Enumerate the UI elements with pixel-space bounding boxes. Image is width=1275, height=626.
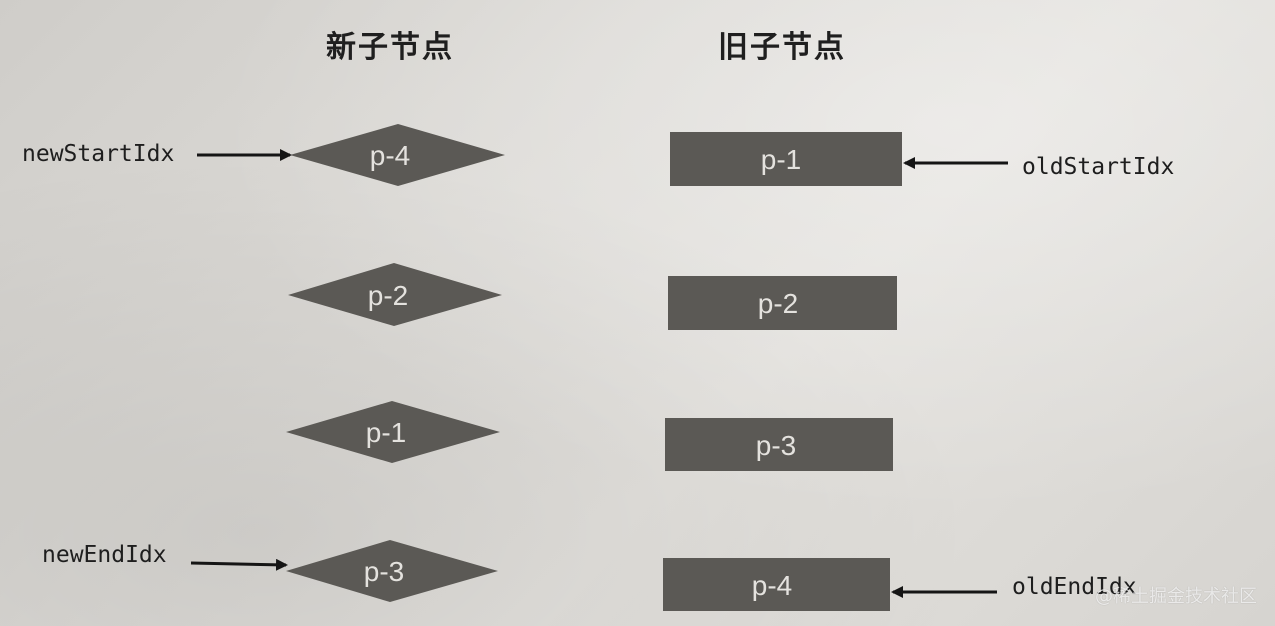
old-node-3-label: p-3 [756, 430, 796, 461]
old-node-2: p-2 [668, 276, 897, 330]
old-node-2-shape [668, 276, 897, 330]
old-end-idx-label: oldEndIdx [1012, 574, 1137, 600]
new-node-3: p-1 [286, 401, 500, 463]
new-node-3-shape [286, 401, 500, 463]
new-node-4-shape [286, 540, 498, 602]
new-node-4-label: p-3 [364, 556, 404, 587]
new-node-4: p-3 [286, 540, 498, 602]
heading-old-children: 旧子节点 [718, 30, 846, 65]
new-node-2: p-2 [288, 263, 502, 326]
new-node-2-label: p-2 [368, 280, 408, 311]
watermark: @稀土掘金技术社区 [1095, 586, 1257, 607]
new-end-arrow [190, 558, 288, 571]
old-node-3: p-3 [665, 418, 893, 471]
old-node-4: p-4 [663, 558, 890, 611]
old-node-3-shape [665, 418, 893, 471]
old-node-1: p-1 [670, 132, 902, 186]
heading-new-children: 新子节点 [326, 30, 454, 65]
new-node-1-shape [290, 124, 505, 186]
old-start-idx-label: oldStartIdx [1022, 154, 1175, 180]
new-end-idx-label: newEndIdx [42, 542, 167, 568]
new-node-2-shape [288, 263, 502, 326]
old-node-4-label: p-4 [752, 570, 792, 601]
new-node-3-label: p-1 [366, 417, 406, 448]
old-node-1-shape [670, 132, 902, 186]
new-node-1-label: p-4 [370, 140, 410, 171]
old-node-1-label: p-1 [761, 144, 801, 175]
new-node-1: p-4 [290, 124, 505, 186]
old-node-4-shape [663, 558, 890, 611]
new-start-idx-label: newStartIdx [22, 141, 175, 167]
old-node-2-label: p-2 [758, 288, 798, 319]
